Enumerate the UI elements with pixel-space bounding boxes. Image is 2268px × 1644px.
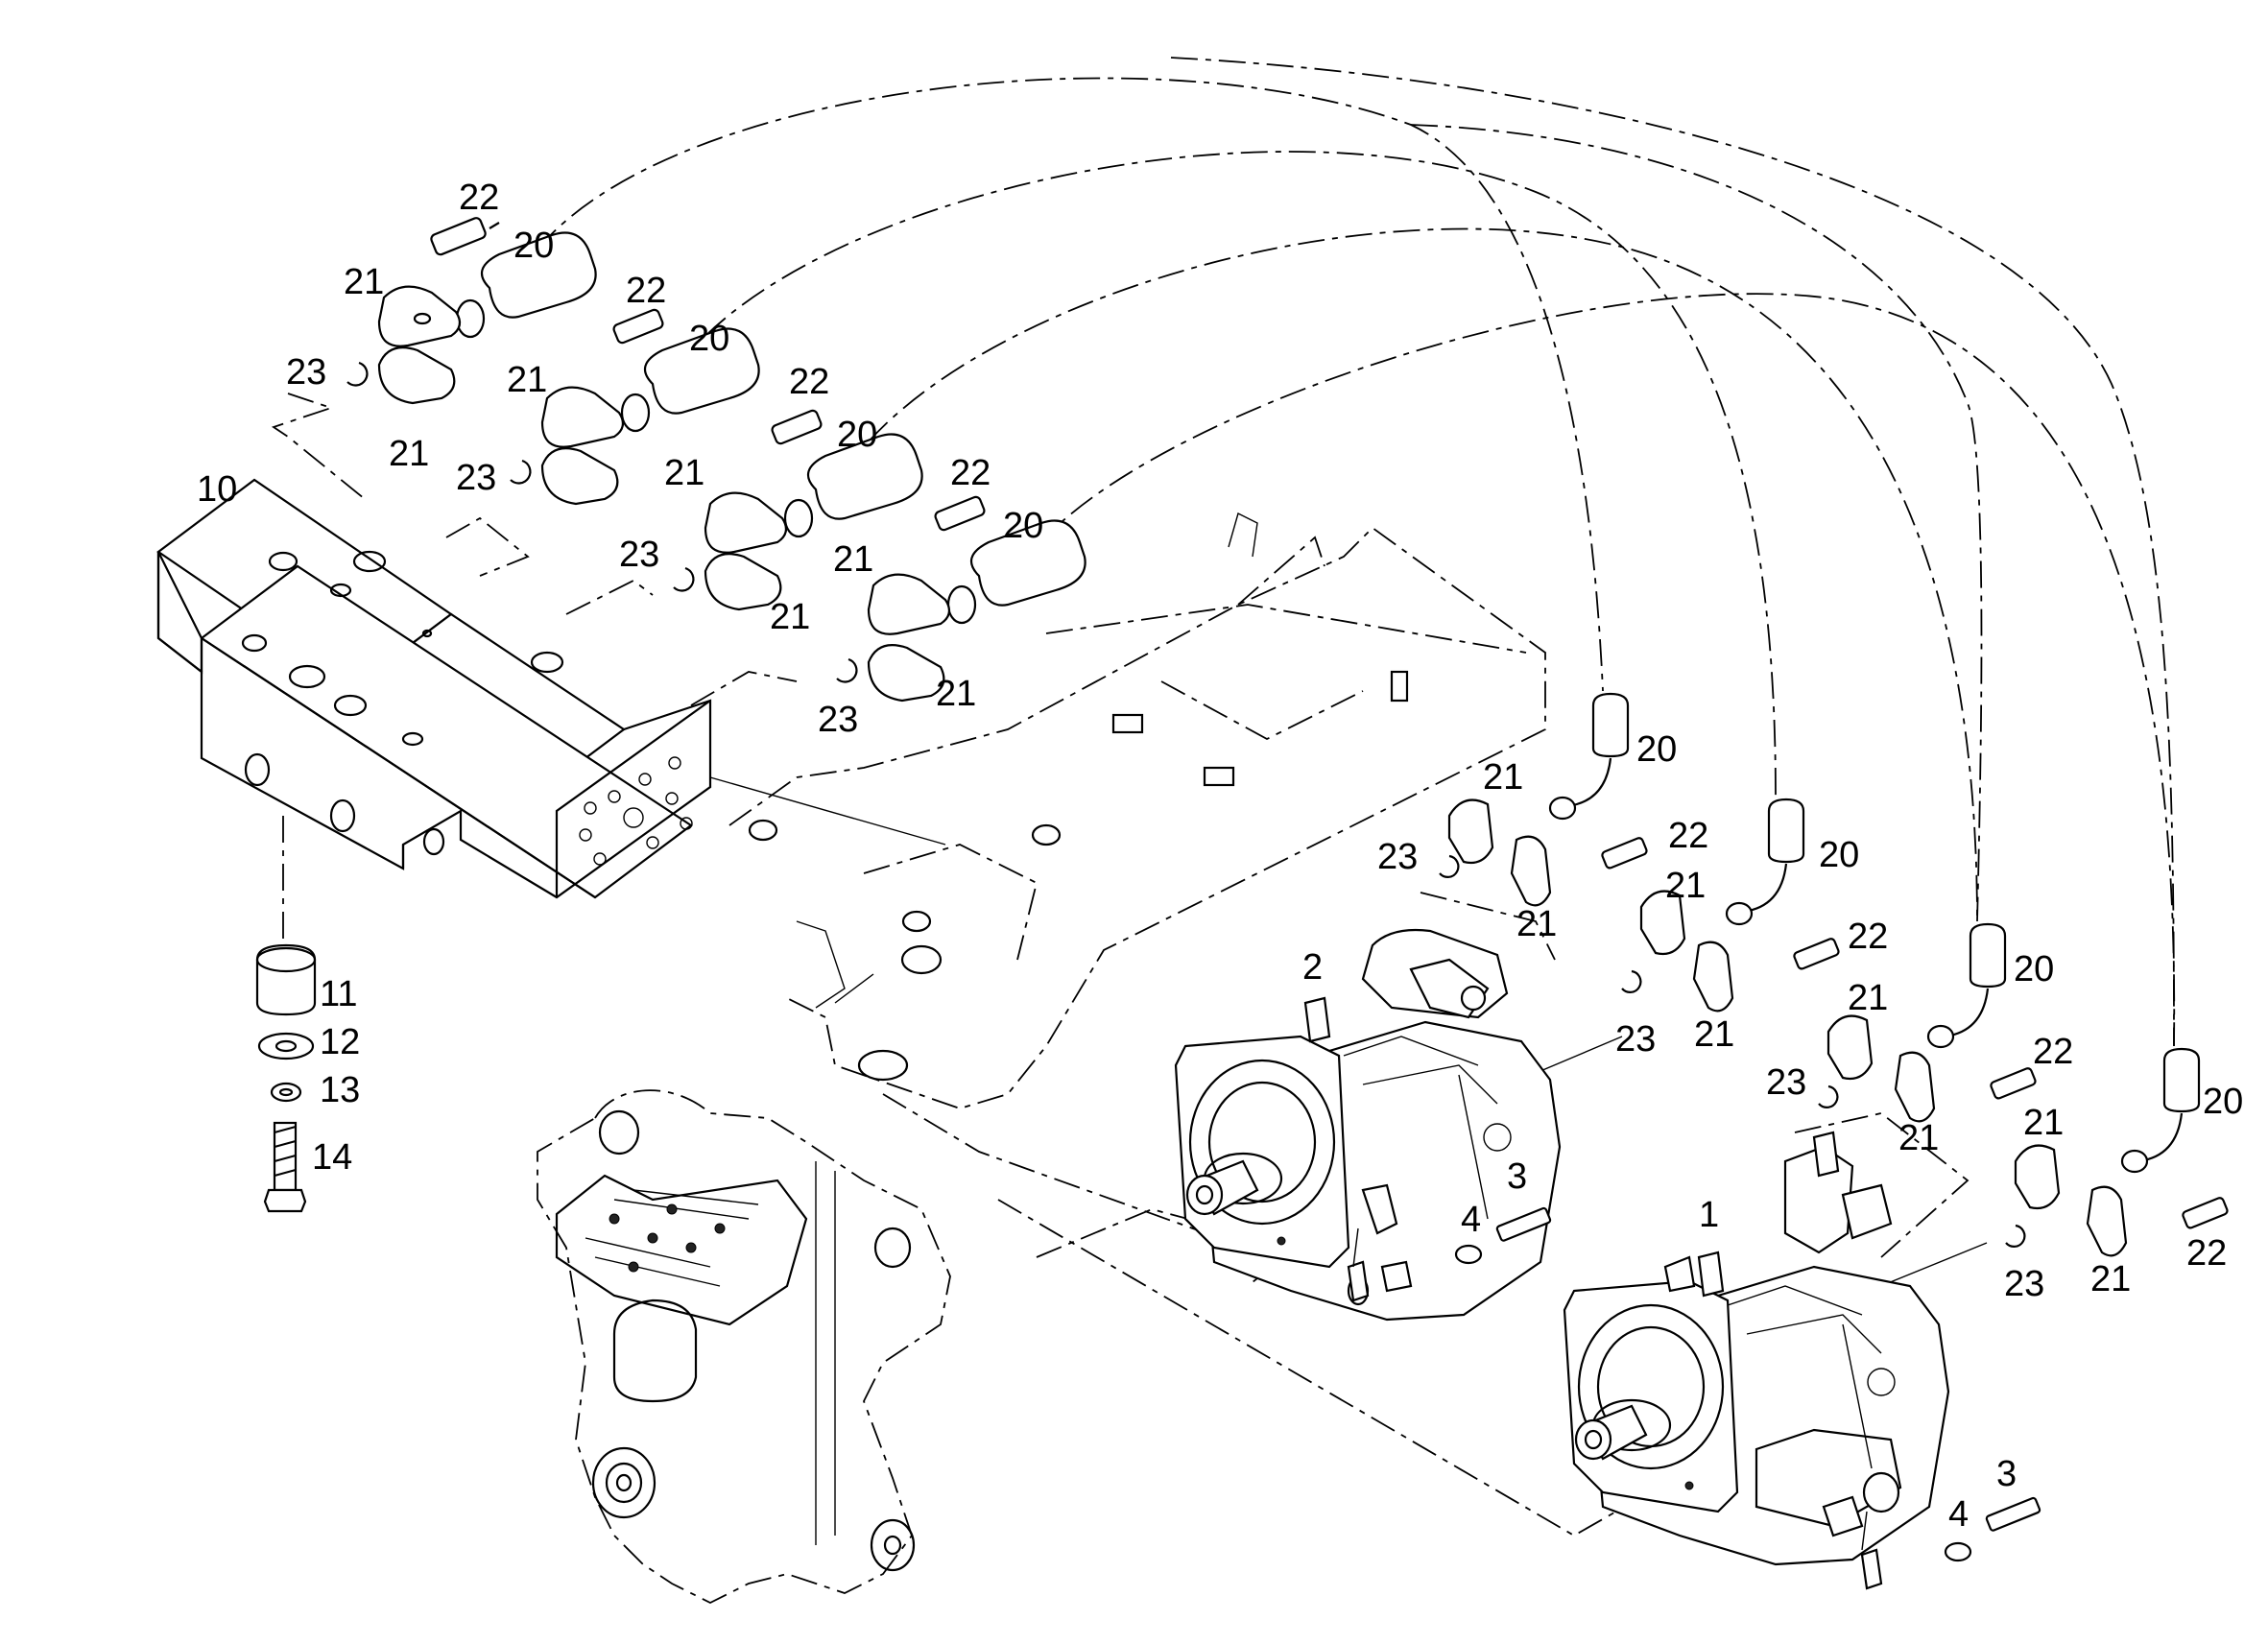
callout-21: 21 [664, 453, 704, 493]
callout-3: 3 [1996, 1454, 2017, 1494]
hose-route-lines [537, 57, 2176, 1047]
callout-14: 14 [312, 1137, 352, 1178]
valve-block-link-lines [271, 393, 798, 950]
callout-22: 22 [1668, 816, 1708, 856]
callout-20: 20 [1003, 506, 1043, 546]
callout-12: 12 [320, 1022, 360, 1062]
callout-13: 13 [320, 1070, 360, 1110]
callout-21: 21 [1848, 978, 1888, 1018]
callout-21: 21 [1665, 866, 1706, 906]
callout-23: 23 [619, 535, 659, 575]
callout-labels: 22 21 20 23 21 22 20 21 23 22 20 21 23 2… [197, 178, 2243, 1535]
callout-22: 22 [2186, 1233, 2227, 1274]
fitting-set-1 [346, 217, 597, 405]
callout-23: 23 [1766, 1062, 1806, 1103]
callout-21: 21 [770, 597, 810, 637]
callout-23: 23 [456, 458, 496, 498]
callout-22: 22 [1848, 917, 1888, 957]
callout-20: 20 [1819, 835, 1859, 875]
callout-21: 21 [507, 360, 547, 400]
callout-20: 20 [2203, 1082, 2243, 1122]
callout-23: 23 [818, 700, 858, 740]
callout-21: 21 [2090, 1259, 2131, 1299]
callout-4: 4 [1461, 1200, 1481, 1240]
callout-21: 21 [2023, 1103, 2064, 1143]
hydraulic-motor-1 [1563, 1131, 1950, 1590]
callout-20: 20 [2014, 949, 2054, 989]
callout-22: 22 [2033, 1032, 2073, 1072]
callout-10: 10 [197, 469, 237, 510]
callout-21: 21 [833, 539, 873, 580]
callout-20: 20 [837, 415, 877, 455]
callout-23: 23 [1615, 1019, 1656, 1060]
callout-2: 2 [1302, 947, 1323, 988]
callout-20: 20 [689, 319, 729, 359]
callout-22: 22 [626, 271, 666, 311]
vehicle-frame [728, 512, 1546, 1109]
fitting-set-2 [510, 308, 760, 506]
callout-21: 21 [1898, 1118, 1939, 1158]
callout-11: 11 [320, 974, 357, 1014]
bolt-washer-set-motor-2 [1454, 1206, 1552, 1265]
callout-21: 21 [1483, 757, 1523, 798]
callout-1: 1 [1699, 1195, 1719, 1235]
right-fitting-set-a [1439, 692, 1648, 907]
sensor-pin-motor-2 [1347, 1227, 1370, 1302]
right-fitting-set-c [1818, 922, 2037, 1123]
callout-21: 21 [1516, 904, 1557, 944]
callout-4: 4 [1948, 1494, 1969, 1535]
callout-3: 3 [1507, 1156, 1527, 1197]
callout-20: 20 [513, 226, 554, 266]
valve-block-10 [156, 478, 946, 899]
right-fitting-set-d [2005, 1047, 2229, 1257]
hydraulic-motor-2 [1174, 928, 1562, 1322]
callout-20: 20 [1636, 729, 1677, 770]
callout-22: 22 [459, 178, 499, 218]
callout-23: 23 [286, 352, 326, 393]
callout-22: 22 [789, 362, 829, 402]
callout-23: 23 [2004, 1264, 2044, 1304]
callout-21: 21 [1694, 1014, 1734, 1055]
fitting-set-3 [673, 409, 923, 611]
mount-parts [255, 943, 317, 1213]
callout-21: 21 [389, 434, 429, 474]
fitting-set-4 [836, 495, 1086, 703]
callout-21: 21 [344, 262, 384, 302]
right-fitting-set-b [1621, 798, 1840, 1013]
callout-21: 21 [936, 674, 976, 714]
bolt-washer-set-motor-1 [1944, 1496, 2041, 1562]
callout-23: 23 [1377, 837, 1418, 877]
transmission-housing [537, 1089, 951, 1605]
callout-22: 22 [950, 453, 991, 493]
